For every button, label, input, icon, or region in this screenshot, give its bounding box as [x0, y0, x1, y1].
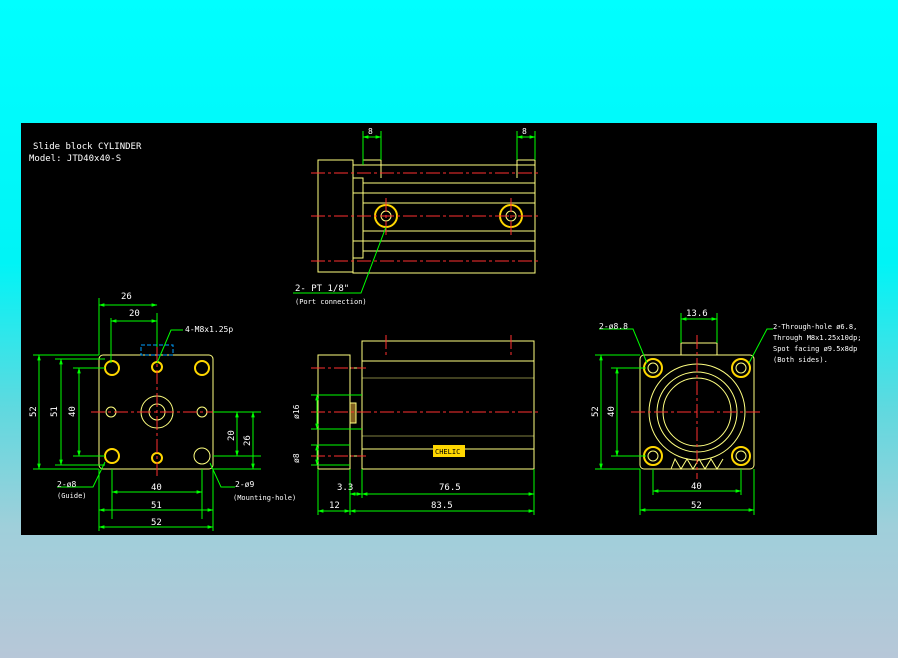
top-dim-left: 8 — [368, 127, 373, 136]
left-dim-right-26: 26 — [243, 435, 253, 446]
right-view-centerlines — [631, 335, 763, 479]
drawing-model: Model: JTD40x40-S — [29, 154, 121, 164]
front-view-centerlines — [311, 335, 541, 457]
right-dim-40: 40 — [607, 406, 617, 417]
front-dim-d8: ø8 — [292, 453, 301, 463]
front-view — [317, 340, 535, 470]
cad-drawing: Slide block CYLINDER Model: JTD40x40-S — [29, 127, 862, 531]
top-dim-right: 8 — [522, 127, 527, 136]
front-dim-76-5: 76.5 — [439, 483, 461, 493]
right-dim-bottom-52: 52 — [691, 501, 702, 511]
top-view-centerlines — [311, 172, 541, 262]
front-view-dimensions — [311, 394, 535, 515]
mount-label: 2-ø9 — [235, 480, 254, 489]
left-view-dimensions — [33, 298, 261, 531]
right-hole-label: 2-ø8.8 — [599, 322, 628, 331]
left-dim-52: 52 — [29, 406, 39, 417]
left-dim-40: 40 — [68, 406, 78, 417]
left-dim-bottom-52: 52 — [151, 518, 162, 528]
top-view — [317, 159, 536, 274]
port-label: 2- PT 1/8" — [295, 284, 349, 294]
right-view-dimensions — [595, 313, 773, 515]
left-dim-51: 51 — [50, 406, 60, 417]
front-dim-3-3: 3.3 — [337, 483, 353, 493]
left-dim-20: 20 — [129, 309, 140, 319]
guide-note: (Guide) — [57, 492, 87, 500]
left-dim-bottom-40: 40 — [151, 483, 162, 493]
right-dim-13-6: 13.6 — [686, 309, 708, 319]
top-view-dimensions — [293, 131, 536, 294]
guide-label: 2-ø8 — [57, 480, 76, 489]
thread-label: 4-M8x1.25p — [185, 325, 233, 334]
brand-plate — [433, 445, 465, 457]
left-dim-right-20: 20 — [227, 430, 237, 441]
right-dim-52: 52 — [591, 406, 601, 417]
through-hole-line1: 2-Through-hole ø6.8, — [773, 323, 857, 331]
mount-note: (Mounting-hole) — [233, 494, 296, 502]
through-hole-line3: Spot facing ø9.5x8dp — [773, 345, 857, 353]
right-dim-bottom-40: 40 — [691, 482, 702, 492]
front-dim-12: 12 — [329, 501, 340, 511]
drawing-title: Slide block CYLINDER — [33, 142, 142, 152]
left-dim-bottom-51: 51 — [151, 501, 162, 511]
front-dim-d16: ø16 — [292, 404, 301, 419]
through-hole-line2: Through M8x1.25x10dp; — [773, 334, 862, 342]
left-dim-26: 26 — [121, 292, 132, 302]
brand-text: CHELIC — [435, 448, 460, 456]
cad-drawing-area: Slide block CYLINDER Model: JTD40x40-S — [21, 123, 877, 535]
front-dim-83-5: 83.5 — [431, 501, 453, 511]
through-hole-line4: (Both sides). — [773, 356, 828, 364]
left-view-centerlines — [91, 347, 221, 477]
port-note: (Port connection) — [295, 298, 367, 306]
